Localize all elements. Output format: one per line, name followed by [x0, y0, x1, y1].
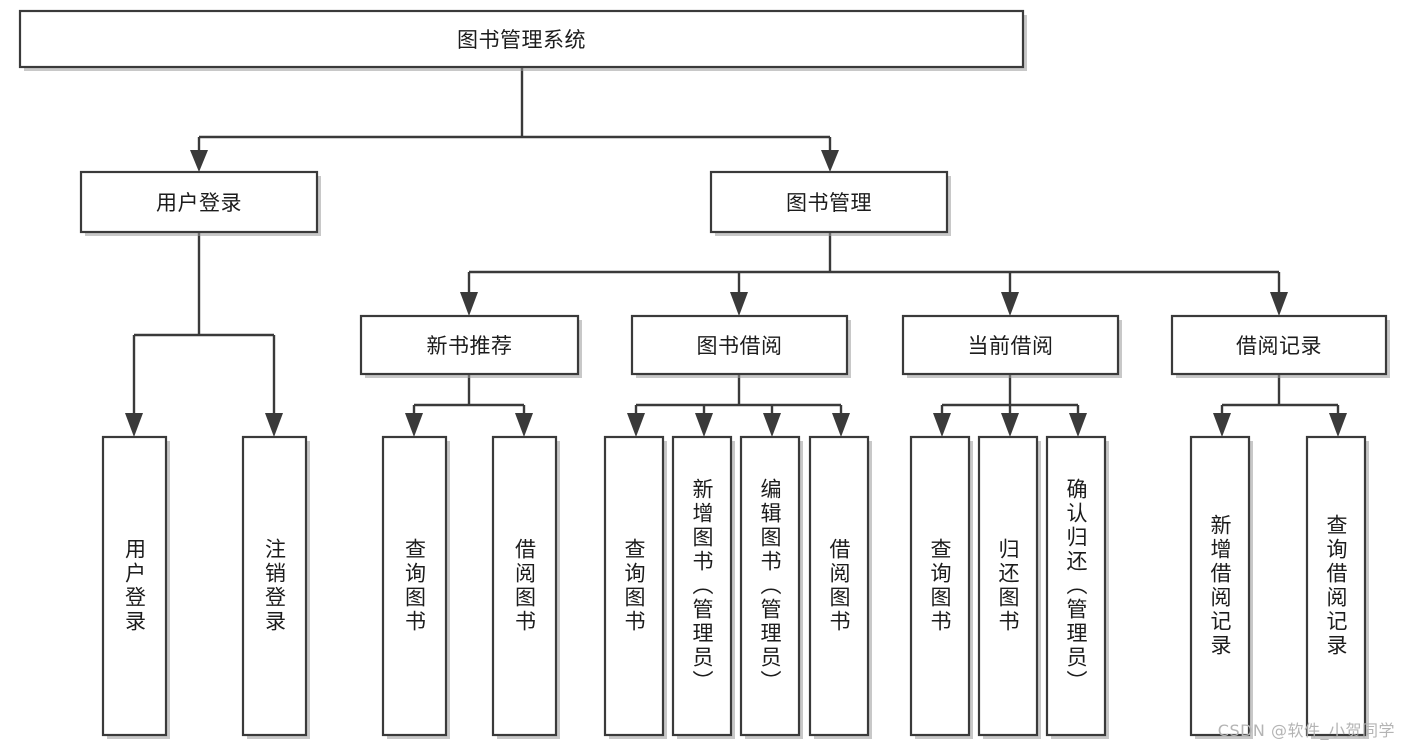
node-box-book-manage[interactable] [709, 170, 949, 234]
arrow-leaf-user-login [125, 413, 143, 437]
node-box-current-borrow[interactable] [901, 314, 1120, 376]
node-box-leaf-borrow-book-1[interactable] [491, 435, 558, 737]
arrow-leaf-borrow-book-1 [515, 413, 533, 437]
node-box-book-borrow[interactable] [630, 314, 849, 376]
node-box-root[interactable] [18, 9, 1025, 69]
node-layer [18, 9, 1390, 739]
arrow-leaf-query-record [1329, 413, 1347, 437]
arrow-leaf-confirm-return [1069, 413, 1087, 437]
node-box-leaf-confirm-return[interactable] [1045, 435, 1107, 737]
connector-layer [125, 68, 1347, 437]
node-box-leaf-user-login[interactable] [101, 435, 168, 737]
arrow-leaf-add-book [695, 413, 713, 437]
node-box-leaf-return-book[interactable] [977, 435, 1039, 737]
node-box-new-book-rec[interactable] [359, 314, 580, 376]
node-box-borrow-record[interactable] [1170, 314, 1388, 376]
arrow-leaf-borrow-book-2 [832, 413, 850, 437]
node-box-leaf-query-book-3[interactable] [909, 435, 971, 737]
arrow-leaf-query-book-2 [627, 413, 645, 437]
arrow-leaf-query-book-3 [933, 413, 951, 437]
arrow-leaf-return-book [1001, 413, 1019, 437]
node-box-leaf-borrow-book-2[interactable] [808, 435, 870, 737]
arrow-book-borrow [730, 292, 748, 316]
arrow-user-login [190, 150, 208, 172]
arrow-book-manage [821, 150, 839, 172]
node-box-leaf-add-record[interactable] [1189, 435, 1251, 737]
arrow-leaf-edit-book [763, 413, 781, 437]
arrow-borrow-record [1270, 292, 1288, 316]
arrow-leaf-add-record [1213, 413, 1231, 437]
node-box-leaf-query-record[interactable] [1305, 435, 1367, 737]
node-box-user-login[interactable] [79, 170, 319, 234]
node-box-leaf-user-logout[interactable] [241, 435, 308, 737]
arrow-leaf-user-logout [265, 413, 283, 437]
arrow-new-book-rec [460, 292, 478, 316]
node-box-leaf-edit-book[interactable] [739, 435, 801, 737]
node-box-leaf-query-book-2[interactable] [603, 435, 665, 737]
node-box-leaf-add-book[interactable] [671, 435, 733, 737]
csdn-watermark: CSDN @软件_小贺同学 [1217, 721, 1395, 740]
arrow-leaf-query-book-1 [405, 413, 423, 437]
node-box-leaf-query-book-1[interactable] [381, 435, 448, 737]
arrow-current-borrow [1001, 292, 1019, 316]
